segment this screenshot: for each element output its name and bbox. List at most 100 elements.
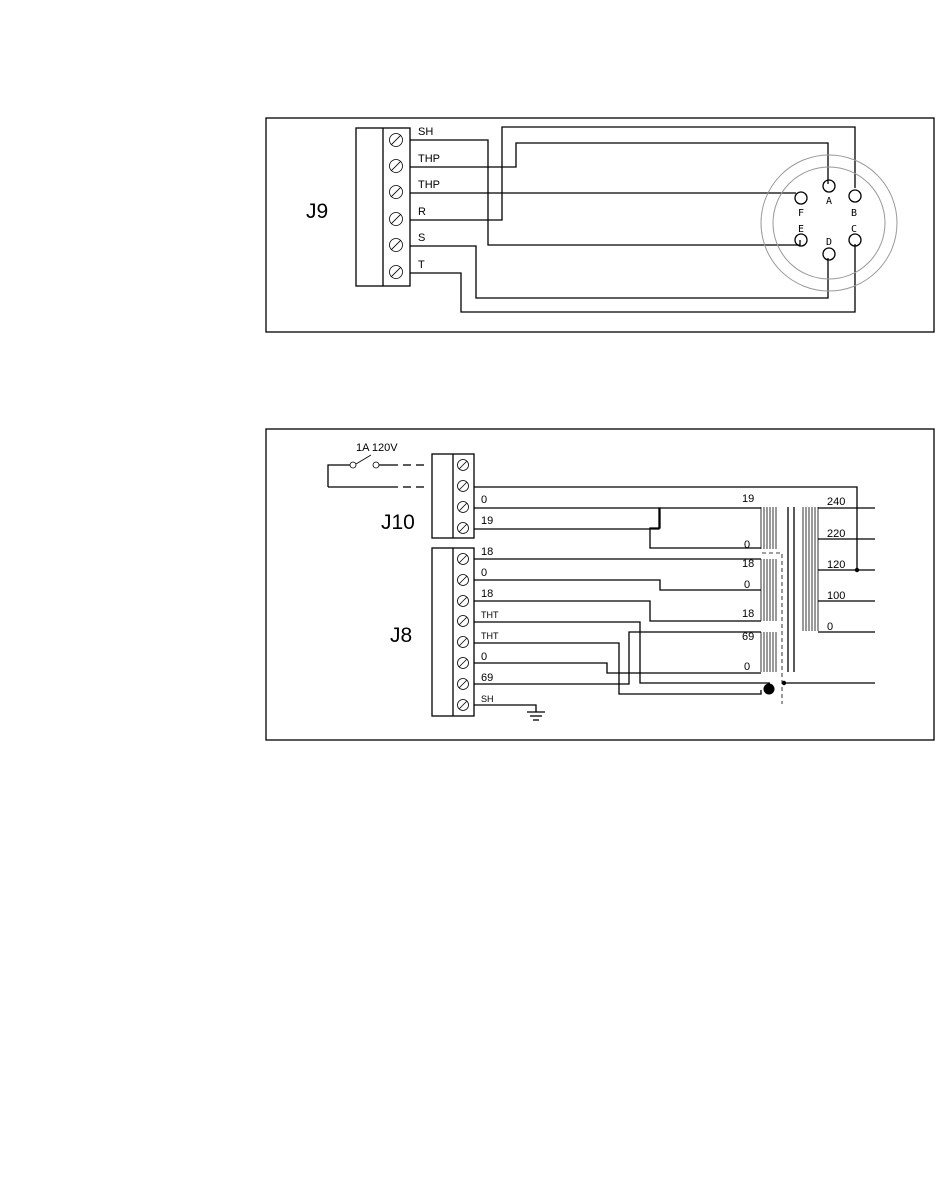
j8-terminal-label: 0 (481, 651, 487, 663)
connector-pin-e (795, 234, 807, 246)
j9-panel: J9 SH THP THP R S T (266, 118, 934, 332)
primary-tap-label: 120 (827, 559, 845, 571)
terminal-screw-slash (459, 659, 467, 667)
terminal-screw-slash (391, 135, 400, 144)
j9-frame (266, 118, 934, 332)
switch-lever-icon (356, 455, 371, 464)
connector-pin-b (849, 190, 861, 202)
junction-dot (782, 681, 786, 685)
terminal-screw-slash (459, 555, 467, 563)
wire-j8-sh (474, 705, 536, 712)
j8-terminal-label: 18 (481, 546, 493, 558)
terminal-screw-slash (459, 503, 467, 511)
terminal-screw-slash (459, 680, 467, 688)
connector-inner-ring (773, 167, 885, 279)
j8-terminal-label: THT (481, 610, 499, 620)
secondary-winding-2 (761, 559, 776, 621)
primary-tap-label: 220 (827, 528, 845, 540)
terminal-screw-slash (459, 617, 467, 625)
j8-screws (458, 554, 469, 711)
j9-wires (410, 127, 855, 312)
wire-j8-0b (474, 663, 761, 673)
thermal-switch-dot (764, 684, 775, 695)
primary-tap-label: 0 (827, 621, 833, 633)
ground-icon (527, 712, 545, 720)
wire-j8-18b (474, 601, 761, 621)
j8-terminal-label: 18 (481, 588, 493, 600)
terminal-screw-slash (459, 638, 467, 646)
connector-pin-f (795, 192, 807, 204)
wire-j10-0 (474, 508, 761, 548)
terminal-screw-slash (459, 461, 467, 469)
switch-contact-icon (350, 462, 356, 468)
terminal-screw-slash (391, 161, 400, 170)
j9-title: J9 (306, 200, 328, 223)
connector-pin-label: B (851, 208, 857, 219)
connector-pin-label: C (851, 224, 857, 235)
secondary-tap-label: 18 (742, 608, 754, 620)
j9-terminal-label: T (418, 259, 425, 271)
j9-circular-connector: A B C D E F (761, 155, 897, 291)
wire-r (410, 127, 855, 220)
wire-j8-tht-2 (474, 643, 761, 694)
secondary-winding-1 (761, 507, 776, 549)
power-panel: 1A 120V J10 0 19 J8 18 0 18 THT THT 0 6 (266, 429, 934, 740)
terminal-screw-slash (459, 576, 467, 584)
j10-terminal-label: 0 (481, 494, 487, 506)
secondary-tap-label: 19 (742, 493, 754, 505)
connector-pin-label: D (826, 237, 832, 248)
connector-pin-a (823, 180, 835, 192)
wire-j8-tht-1 (474, 622, 770, 683)
j10-screws (458, 460, 469, 534)
j8-terminal-label: SH (481, 694, 494, 704)
switch-contact-icon (373, 462, 379, 468)
j9-terminal-label: S (418, 232, 425, 244)
j10-terminal-label: 19 (481, 515, 493, 527)
terminal-screw-slash (391, 267, 400, 276)
wire-thp-1 (410, 143, 828, 184)
wire-j8-0a (474, 580, 761, 590)
secondary-tap-label: 0 (744, 661, 750, 673)
connector-pin-label: A (826, 196, 832, 207)
transformer (761, 507, 818, 704)
power-frame (266, 429, 934, 740)
j10-title: J10 (381, 511, 415, 534)
secondary-tap-label: 69 (742, 631, 754, 643)
terminal-screw-slash (459, 482, 467, 490)
j9-terminal-label: THP (418, 179, 440, 191)
fuse-switch: 1A 120V (328, 442, 424, 487)
connector-pin-label: E (798, 224, 804, 235)
j8-terminal-label: THT (481, 631, 499, 641)
secondary-tap-label: 0 (744, 539, 750, 551)
terminal-screw-slash (391, 187, 400, 196)
fuse-label: 1A 120V (356, 442, 398, 454)
terminal-screw-slash (459, 701, 467, 709)
wire-s (410, 246, 828, 298)
terminal-screw-slash (459, 524, 467, 532)
j10-wires (474, 487, 857, 570)
j9-terminal-label: R (418, 206, 426, 218)
j9-terminal-label: SH (418, 126, 433, 138)
secondary-tap-label: 18 (742, 558, 754, 570)
wire-j8-69 (474, 632, 761, 684)
secondary-tap-label: 0 (744, 579, 750, 591)
j8-title: J8 (390, 624, 412, 647)
j8-terminal-label: 69 (481, 672, 493, 684)
primary-tap-label: 100 (827, 590, 845, 602)
shield-dashed-line (762, 553, 782, 704)
j8-wires (474, 559, 775, 712)
terminal-screw-slash (391, 214, 400, 223)
j9-terminal-label: THP (418, 153, 440, 165)
connector-outer-ring (761, 155, 897, 291)
secondary-winding-3 (761, 632, 776, 672)
primary-winding (803, 507, 818, 631)
connector-pin-d (823, 248, 835, 260)
j8-terminal-label: 0 (481, 567, 487, 579)
primary-tap-label: 240 (827, 496, 845, 508)
connector-pin-label: F (798, 208, 804, 219)
terminal-screw-slash (459, 597, 467, 605)
wire-j10-19 (474, 508, 761, 529)
j9-screws (390, 134, 403, 279)
terminal-screw-slash (391, 240, 400, 249)
